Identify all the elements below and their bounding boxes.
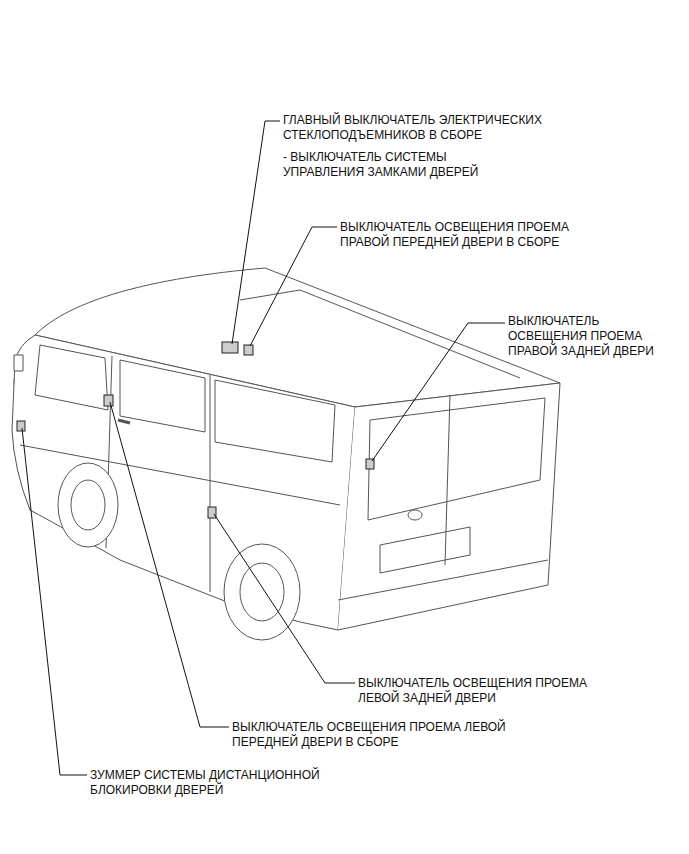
front-hub <box>71 480 105 530</box>
part-label: ВЫКЛЮЧАТЕЛЬ ОСВЕЩЕНИЯ ПРОЕМА ЛЕВОЙ ЗАДНЕ… <box>356 676 624 706</box>
front-wheel <box>58 463 118 547</box>
leader-line <box>22 428 87 775</box>
van-rear <box>338 383 560 630</box>
power-window-switch <box>222 342 238 353</box>
door-courtesy-switch <box>244 345 253 355</box>
part-label: ЗУММЕР СИСТЕМЫ ДИСТАНЦИОННОЙ БЛОКИРОВКИ … <box>88 768 360 798</box>
cab-window <box>35 345 108 410</box>
rear-bumper <box>338 560 548 600</box>
license-plate <box>380 527 470 573</box>
rear-side-window <box>215 380 335 462</box>
van-front <box>12 335 35 510</box>
door-courtesy-switch <box>208 507 216 518</box>
door-handle <box>118 420 130 423</box>
rear-wheel <box>224 544 300 640</box>
van-side <box>14 335 355 630</box>
buzzer <box>17 421 25 431</box>
part-label: ГЛАВНЫЙ ВЫКЛЮЧАТЕЛЬ ЭЛЕКТРИЧЕСКИХ СТЕКЛО… <box>281 113 583 143</box>
emblem <box>408 510 422 520</box>
rear-door-line <box>445 395 450 565</box>
part-label: ВЫКЛЮЧАТЕЛЬ ОСВЕЩЕНИЯ ПРОЕМА ЛЕВОЙ ПЕРЕД… <box>230 720 548 750</box>
leader-line <box>110 402 229 727</box>
rear-hub <box>240 563 284 621</box>
van-body <box>12 268 560 640</box>
parts <box>17 342 374 518</box>
rear-window <box>368 398 545 520</box>
part-label: ВЫКЛЮЧАТЕЛЬ ОСВЕЩЕНИЯ ПРОЕМА ПРАВОЙ ПЕРЕ… <box>338 220 590 250</box>
roof-line <box>240 290 520 378</box>
slide-door-window <box>120 360 205 432</box>
door-courtesy-switch <box>104 395 113 406</box>
door-line <box>210 375 211 592</box>
leader-line <box>250 227 337 346</box>
part-label: ВЫКЛЮЧАТЕЛЬ ОСВЕЩЕНИЯ ПРОЕМА ПРАВОЙ ЗАДН… <box>506 314 674 359</box>
leader-line <box>232 121 280 344</box>
mirror <box>14 355 23 371</box>
part-label: - ВЫКЛЮЧАТЕЛЬ СИСТЕМЫ УПРАВЛЕНИЯ ЗАМКАМИ… <box>281 150 503 180</box>
leader-line <box>214 514 355 683</box>
leader-line <box>372 323 505 461</box>
